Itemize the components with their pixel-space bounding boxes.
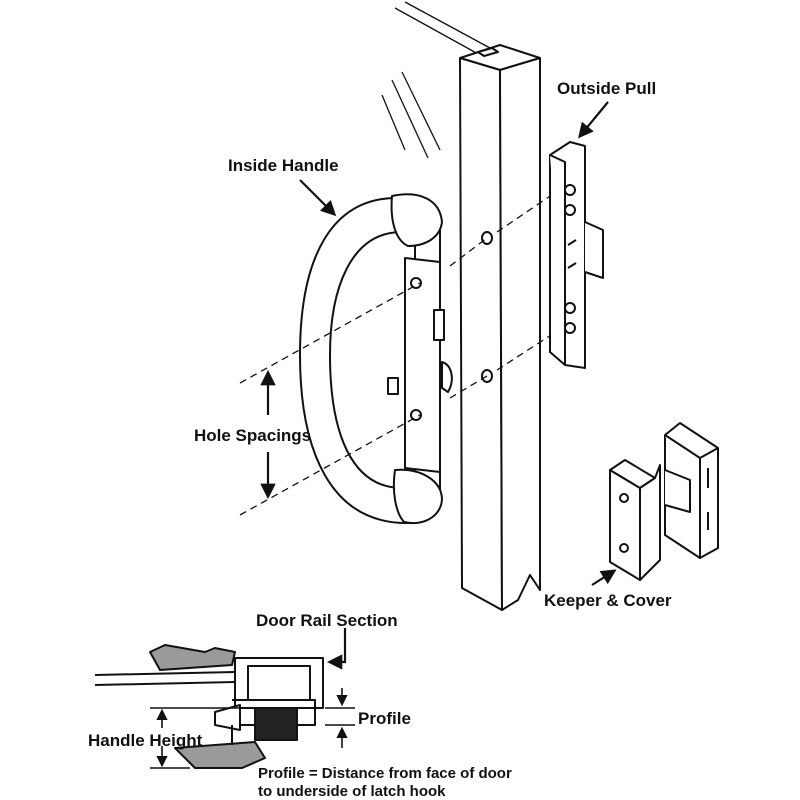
profile-definition-line2: to underside of latch hook	[258, 783, 446, 800]
keeper-cover-label: Keeper & Cover	[544, 591, 672, 610]
inside-handle-label: Inside Handle	[228, 156, 339, 175]
inside-handle	[299, 193, 453, 525]
door-stile	[459, 44, 541, 611]
hole-spacings-label: Hole Spacings	[194, 426, 311, 445]
callout-arrows	[260, 101, 617, 670]
glass-panel	[381, 1, 491, 159]
outside-pull-arrow	[578, 101, 609, 139]
alignment-lines	[239, 185, 566, 516]
door-rail-arrow	[326, 628, 347, 670]
keeper-cover	[609, 422, 719, 581]
dimension-lines	[150, 688, 355, 769]
inside-handle-arrow	[299, 179, 337, 217]
outside-pull-label: Outside Pull	[557, 79, 656, 98]
keeper-arrow	[591, 569, 617, 586]
handle-height-label: Handle Height	[88, 731, 203, 750]
door-rail-section-label: Door Rail Section	[256, 611, 398, 630]
profile-definition-line1: Profile = Distance from face of door	[258, 765, 512, 782]
door-rail-section	[94, 644, 324, 769]
profile-label: Profile	[358, 709, 411, 728]
outside-pull	[549, 141, 604, 369]
